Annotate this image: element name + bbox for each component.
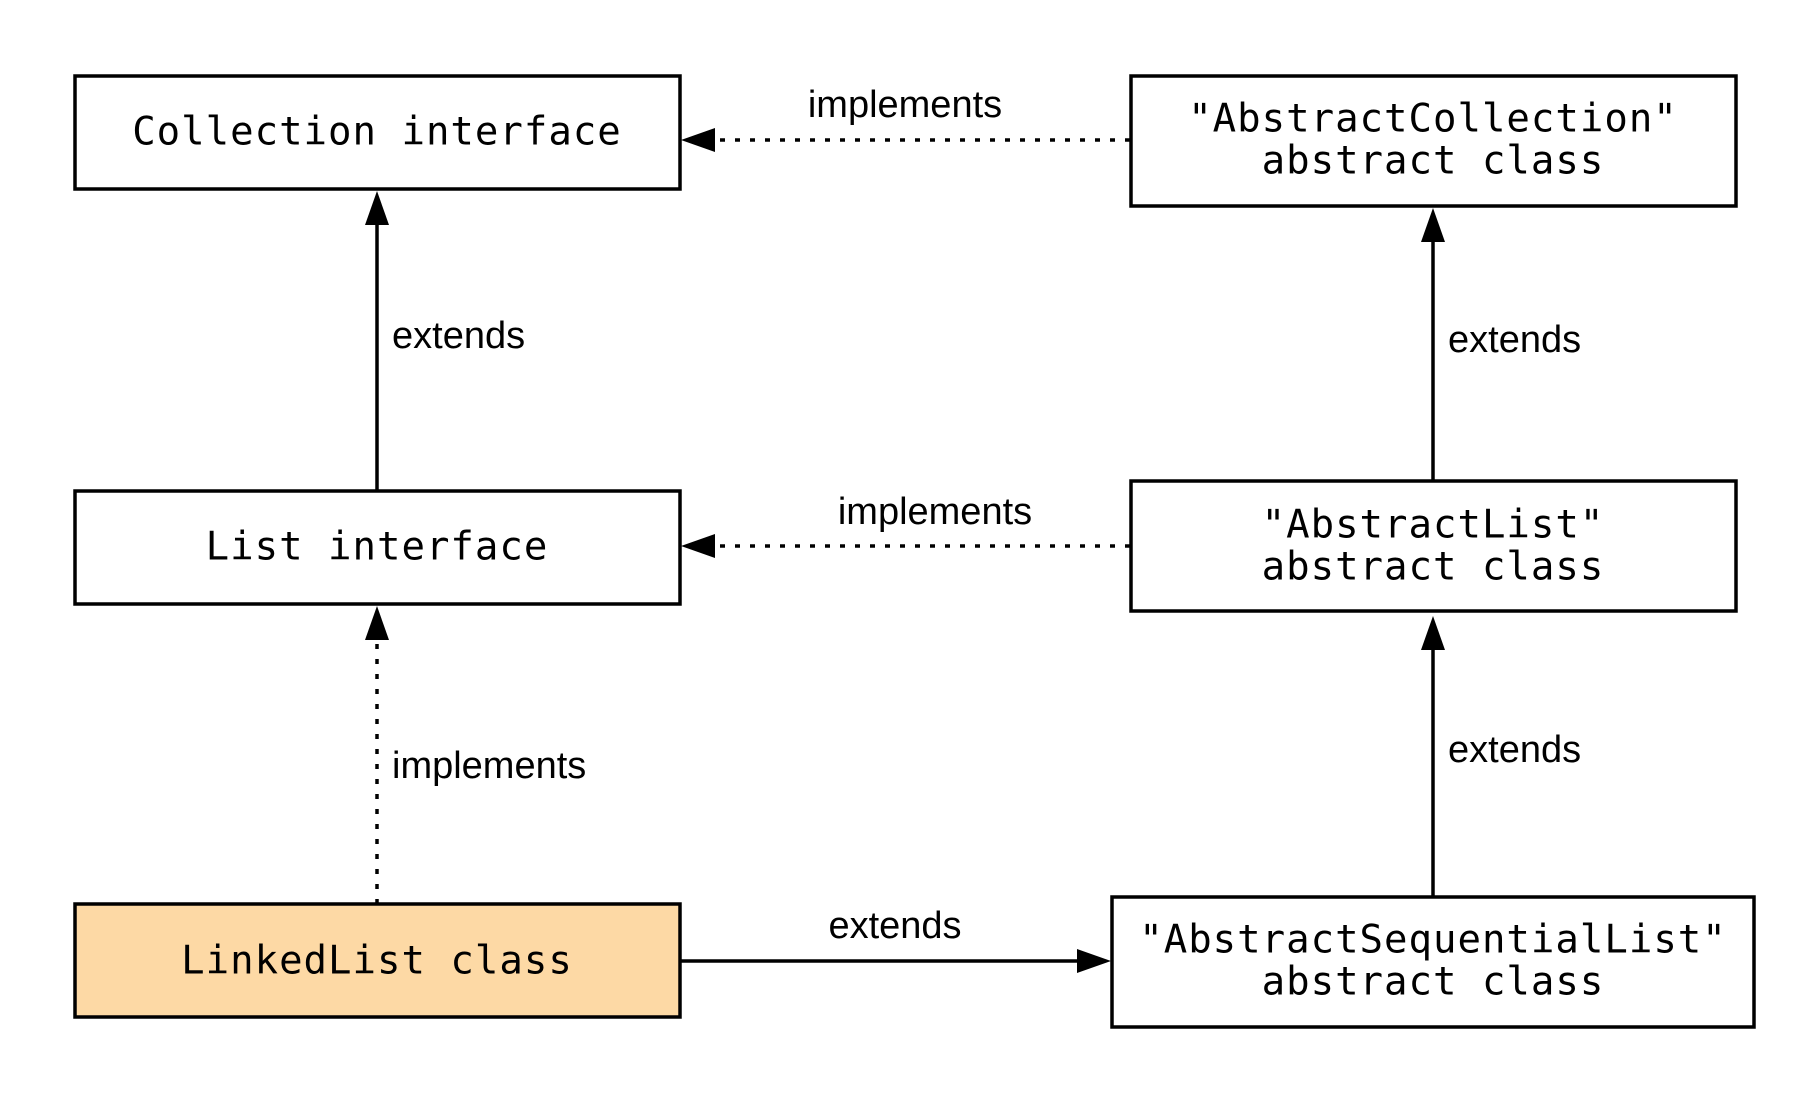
- node-label-line-2: abstract class: [1262, 545, 1605, 590]
- node-label-line-2: abstract class: [1262, 139, 1605, 184]
- node-list-interface: List interface: [73, 489, 682, 606]
- node-abstract-list: "AbstractList" abstract class: [1129, 479, 1738, 613]
- edge-abstract-sequential-extends-abstract-list: extends: [1421, 616, 1581, 897]
- node-box: [1129, 479, 1738, 613]
- node-box: [1129, 74, 1738, 208]
- edge-label-extends: extends: [1448, 729, 1581, 771]
- node-box: [73, 74, 682, 191]
- edge-linkedlist-implements-list: implements: [365, 606, 586, 904]
- node-box: [1110, 895, 1756, 1029]
- node-label: Collection interface: [132, 110, 622, 155]
- node-box: [73, 489, 682, 606]
- arrowhead: [681, 534, 715, 558]
- node-abstract-collection: "AbstractCollection" abstract class: [1129, 74, 1738, 208]
- edge-label-implements: implements: [838, 491, 1032, 533]
- edge-label-implements: implements: [392, 745, 586, 787]
- arrowhead: [681, 128, 715, 152]
- edge-linkedlist-extends-abstract-sequential: extends: [680, 905, 1111, 973]
- node-label-line-2: abstract class: [1262, 960, 1605, 1005]
- node-collection-interface: Collection interface: [73, 74, 682, 191]
- arrowhead: [1421, 616, 1445, 650]
- arrowhead: [1421, 208, 1445, 242]
- edge-label-extends: extends: [1448, 319, 1581, 361]
- edge-abstract-list-implements-list: implements: [681, 491, 1130, 558]
- node-box-highlighted: [73, 902, 682, 1019]
- node-linkedlist-class: LinkedList class: [73, 902, 682, 1019]
- edge-label-implements: implements: [808, 84, 1002, 126]
- edge-label-extends: extends: [828, 905, 961, 947]
- node-label: LinkedList class: [181, 939, 573, 984]
- edge-abstract-list-extends-abstract-collection: extends: [1421, 208, 1581, 481]
- node-abstract-sequential-list: "AbstractSequentialList" abstract class: [1110, 895, 1756, 1029]
- node-label-line-1: "AbstractCollection": [1188, 97, 1678, 142]
- arrowhead: [1077, 949, 1111, 973]
- arrowhead: [365, 606, 389, 640]
- node-label-line-1: "AbstractList": [1262, 503, 1605, 548]
- arrowhead: [365, 191, 389, 225]
- node-label: List interface: [206, 525, 549, 570]
- edge-list-extends-collection: extends: [365, 191, 525, 491]
- edge-abstract-collection-implements-collection: implements: [681, 84, 1130, 152]
- node-label-line-1: "AbstractSequentialList": [1139, 918, 1727, 963]
- edge-label-extends: extends: [392, 315, 525, 357]
